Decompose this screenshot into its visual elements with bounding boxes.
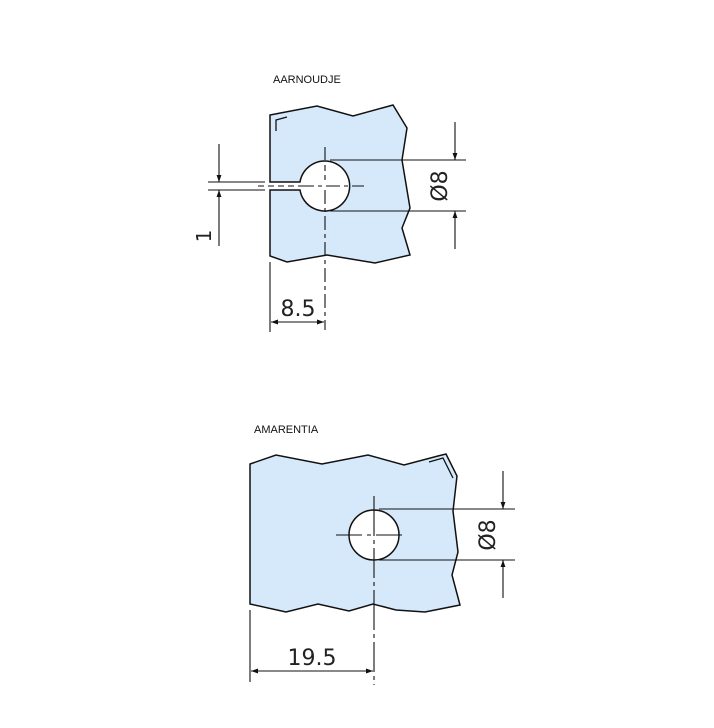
center-lines-aarnoudje — [258, 147, 364, 330]
diameter-label-amarentia: Ø8 — [476, 519, 501, 550]
slot-width-label-aarnoudje: 1 — [192, 230, 216, 243]
edge-distance-dimension-aarnoudje — [269, 262, 324, 332]
slot-dimension-aarnoudje — [208, 144, 265, 246]
diagram-title-aarnoudje: AARNOUDJE — [273, 74, 341, 86]
edge-distance-dimension-amarentia — [249, 610, 373, 682]
diameter-dimension-aarnoudje — [330, 122, 466, 249]
center-lines-amarentia — [336, 496, 413, 685]
glass-panel-aarnoudje — [269, 104, 411, 264]
diameter-dimension-amarentia — [379, 471, 515, 598]
diameter-label-aarnoudje: Ø8 — [428, 170, 453, 201]
glass-panel-amarentia — [249, 453, 461, 613]
edge-distance-label-amarentia: 19.5 — [288, 646, 337, 671]
diagram-title-amarentia: AMARENTIA — [254, 424, 319, 436]
edge-distance-label-aarnoudje: 8.5 — [281, 297, 316, 322]
